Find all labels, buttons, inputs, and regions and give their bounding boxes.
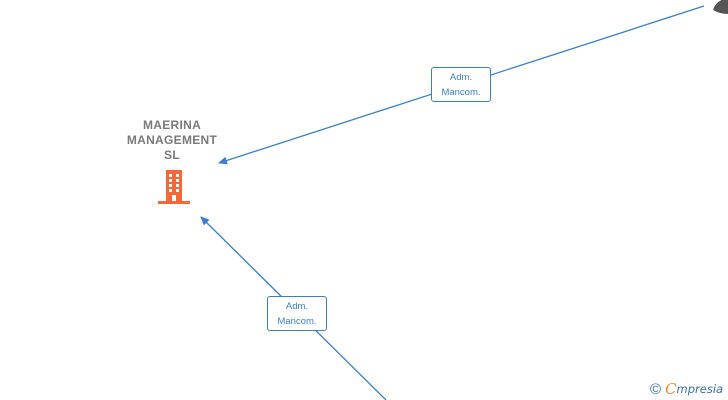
brand-name: mpresia	[676, 382, 724, 396]
building-icon[interactable]	[158, 168, 190, 204]
company-name[interactable]: MAERINA MANAGEMENT SL	[112, 118, 232, 163]
relation-label-top[interactable]: Adm. Mancom.	[431, 67, 491, 102]
relation-label-bottom[interactable]: Adm. Mancom.	[267, 296, 327, 331]
empresia-watermark: ©Cmpresia	[650, 380, 723, 398]
brand-initial: C	[665, 380, 677, 398]
relation-label-bottom-line-2: Mancom.	[277, 316, 317, 327]
company-name-line-1: MAERINA	[142, 118, 202, 132]
company-name-line-3: SL	[164, 148, 180, 162]
relation-label-bottom-line-1: Adm.	[285, 301, 309, 312]
relation-label-top-line-2: Mancom.	[441, 87, 481, 98]
relation-label-top-line-1: Adm.	[449, 72, 473, 83]
copyright-symbol: ©	[650, 380, 662, 398]
company-name-line-2: MANAGEMENT	[126, 133, 218, 147]
partial-node-shape	[713, 0, 728, 14]
